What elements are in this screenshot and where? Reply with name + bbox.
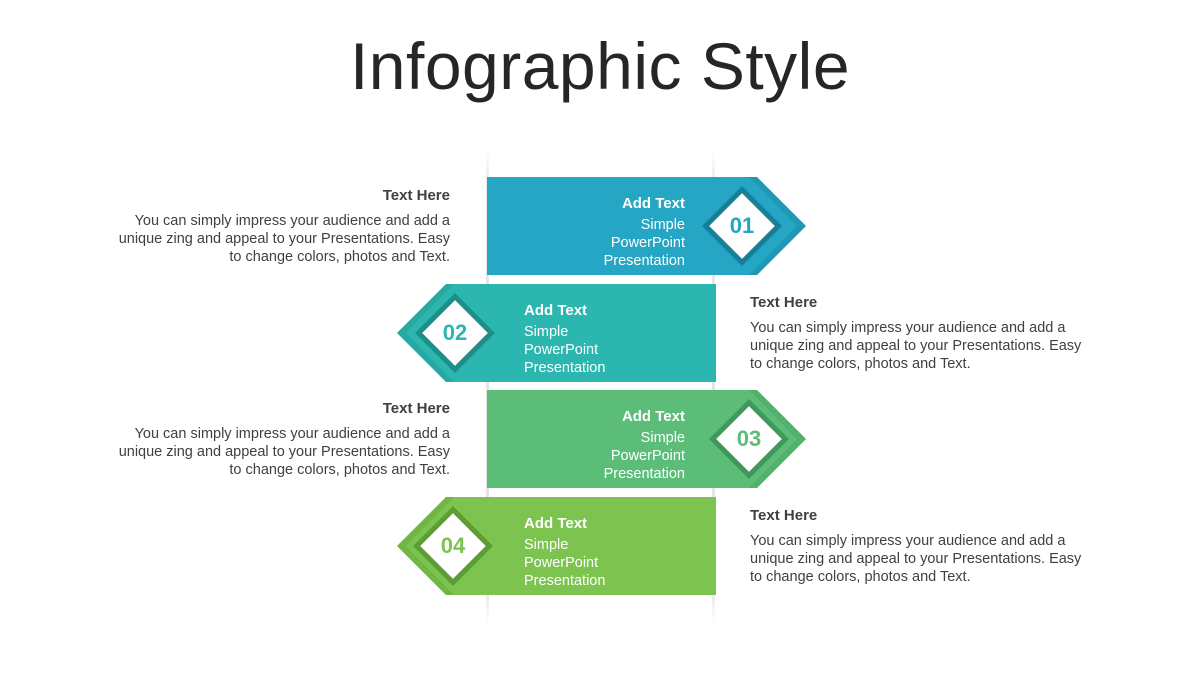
step-2-arrow-shape — [397, 284, 716, 382]
step-3-side-heading: Text Here — [382, 400, 450, 417]
step-4-arrow: Add Text Simple PowerPoint Presentation … — [396, 497, 716, 595]
step-1-band-text: Add Text Simple PowerPoint Presentation — [604, 195, 685, 270]
step-2-side-heading: Text Here — [750, 294, 818, 311]
step-2-line-1: Simple — [524, 324, 569, 340]
step-1-line-1: Simple — [640, 217, 685, 233]
step-3-line-3: Presentation — [603, 466, 685, 482]
step-3-arrow-shape — [487, 390, 806, 488]
guide-line-left — [486, 150, 489, 625]
step-1-number-badge: 01 — [701, 185, 783, 267]
step-1-arrow-shape — [487, 177, 806, 275]
step-1-arrow: Add Text Simple PowerPoint Presentation … — [487, 177, 807, 275]
guide-line-right — [712, 150, 715, 625]
step-2-arrow: Add Text Simple PowerPoint Presentation … — [396, 284, 716, 382]
step-4-side-heading: Text Here — [750, 507, 818, 524]
arrow-body — [487, 177, 806, 275]
step-1-heading: Add Text — [621, 195, 685, 212]
arrow-body — [397, 497, 716, 595]
step-4-line-1: Simple — [524, 537, 569, 553]
step-1-line-3: Presentation — [603, 253, 685, 269]
step-4-side-text: Text Here You can simply impress your au… — [750, 507, 1095, 586]
step-3-diamond-icon — [709, 399, 789, 479]
step-3-line-2: PowerPoint — [610, 448, 685, 464]
step-2-line-3: Presentation — [524, 360, 606, 376]
step-3-side-text: Text Here You can simply impress your au… — [105, 400, 450, 479]
step-3-number-badge: 03 — [708, 398, 790, 480]
diamond-inner — [715, 405, 783, 473]
step-4-number: 04 — [440, 533, 466, 558]
slide-title: Infographic Style — [349, 29, 851, 103]
step-3-number: 03 — [736, 426, 762, 451]
step-2-side-body: You can simply impress your audience and… — [750, 320, 1082, 372]
step-2-line-2: PowerPoint — [524, 342, 599, 358]
step-4-line-3: Presentation — [524, 573, 606, 589]
step-1-number: 01 — [729, 213, 755, 238]
step-2-number-badge: 02 — [414, 292, 496, 374]
step-3-line-1: Simple — [640, 430, 685, 446]
step-4-band-text: Add Text Simple PowerPoint Presentation — [524, 515, 605, 590]
step-2-diamond-icon — [415, 293, 495, 373]
step-1-side-body: You can simply impress your audience and… — [118, 213, 450, 265]
step-1-diamond-icon — [702, 186, 782, 266]
step-1-side-heading: Text Here — [382, 187, 450, 204]
diamond-inner — [421, 299, 489, 367]
step-3-side-body: You can simply impress your audience and… — [118, 426, 450, 478]
step-3-band-text: Add Text Simple PowerPoint Presentation — [604, 408, 685, 483]
step-2-number: 02 — [442, 320, 468, 345]
step-4-side-body: You can simply impress your audience and… — [750, 533, 1082, 585]
arrow-body — [397, 284, 716, 382]
diamond-inner — [419, 512, 487, 580]
step-1-line-2: PowerPoint — [610, 235, 685, 251]
step-4-arrow-shape — [397, 497, 716, 595]
step-3-heading: Add Text — [621, 408, 685, 425]
step-4-number-badge: 04 — [412, 505, 494, 587]
step-3-arrow: Add Text Simple PowerPoint Presentation … — [487, 390, 807, 488]
diamond-inner — [708, 192, 776, 260]
step-1-side-text: Text Here You can simply impress your au… — [105, 187, 450, 266]
step-2-heading: Add Text — [524, 302, 588, 319]
step-4-heading: Add Text — [524, 515, 588, 532]
step-4-diamond-icon — [413, 506, 493, 586]
step-2-side-text: Text Here You can simply impress your au… — [750, 294, 1095, 373]
step-2-band-text: Add Text Simple PowerPoint Presentation — [524, 302, 605, 377]
step-4-line-2: PowerPoint — [524, 555, 599, 571]
arrow-body — [487, 390, 806, 488]
